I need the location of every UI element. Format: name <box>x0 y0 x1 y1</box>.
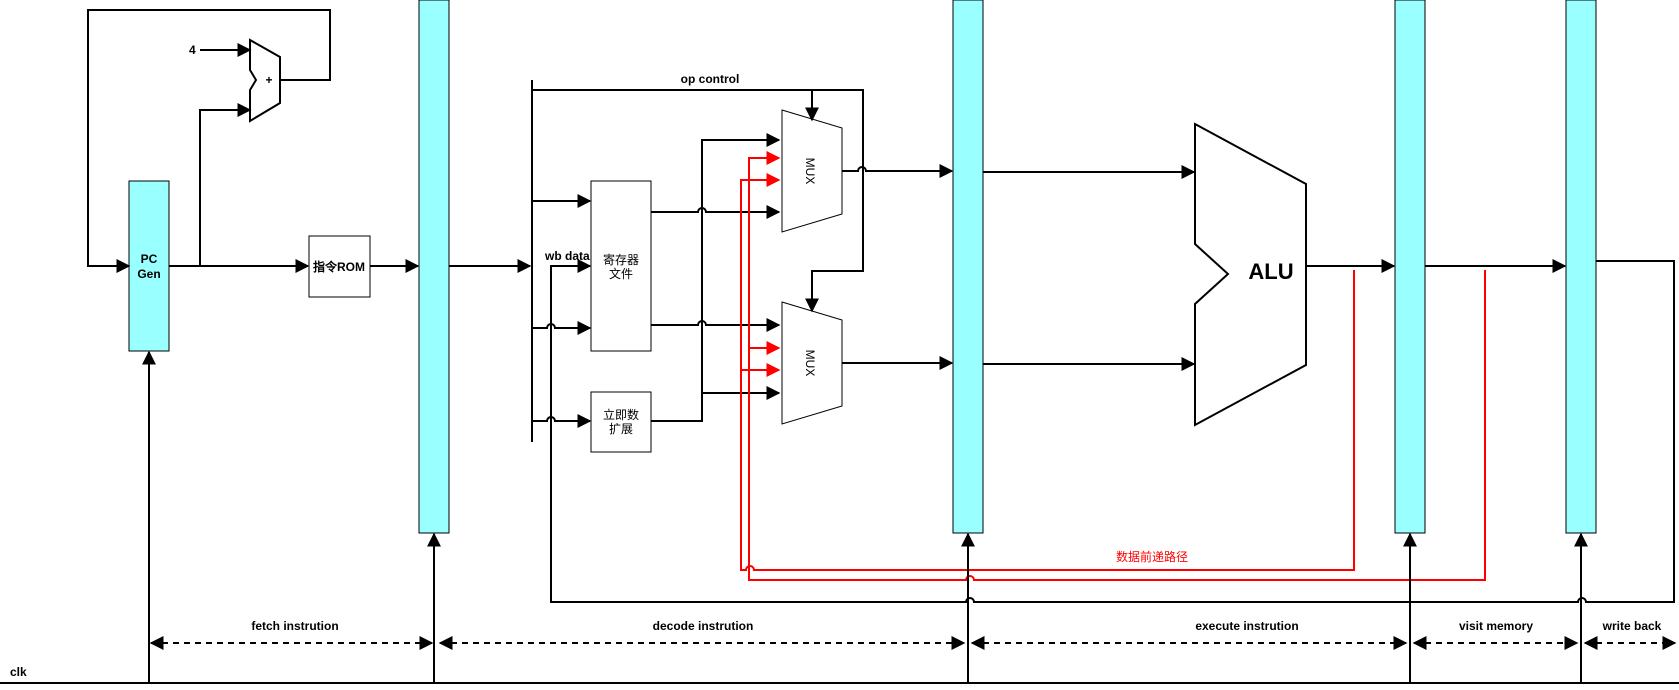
writeback-wire <box>550 259 1675 603</box>
mux-b <box>781 301 843 425</box>
imm-to-mux-a <box>651 133 781 422</box>
op-control-wire <box>532 89 864 313</box>
op-control-label: op control <box>681 72 740 86</box>
mux-b-label: MUX <box>803 350 817 377</box>
pc-gen-block <box>128 180 170 352</box>
pc-loop-wire <box>87 9 331 273</box>
stage-label-writeback: write back <box>1602 619 1662 633</box>
alu-label: ALU <box>1248 259 1293 284</box>
stage-label-fetch: fetch instrution <box>251 619 338 633</box>
mux-a-label: MUX <box>803 158 817 185</box>
forwarding-label: 数据前递路径 <box>1116 549 1188 564</box>
ex-mem-register <box>1394 0 1426 534</box>
instr-rom-block <box>308 235 371 298</box>
mux-a-to-idex <box>842 164 954 178</box>
stage-label-decode: decode instrution <box>653 619 754 633</box>
clk-label: clk <box>10 665 27 679</box>
mem-wb-register <box>1565 0 1597 534</box>
mux-a <box>781 109 843 233</box>
pc-to-adder-wire <box>199 103 252 266</box>
const-four-label: 4 <box>189 43 196 57</box>
imm-ext-label: 立即数扩展 <box>603 407 639 436</box>
if-id-register <box>418 0 450 534</box>
adder-sign: + <box>265 73 272 87</box>
bus-to-imm <box>532 414 592 428</box>
stage-label-execute: execute instrution <box>1195 619 1298 633</box>
instr-rom-label: 指令ROM <box>313 259 365 274</box>
wb-data-label: wb data <box>544 249 590 263</box>
id-ex-register <box>952 0 984 534</box>
forward-path-mem <box>748 151 1486 581</box>
regfile-to-mux-a <box>651 205 781 219</box>
regfile-to-mux-b <box>651 318 781 332</box>
bus-to-regfile-b <box>532 321 592 335</box>
reg-file-label: 寄存器文件 <box>603 252 639 281</box>
stage-label-memory: visit memory <box>1459 619 1533 633</box>
